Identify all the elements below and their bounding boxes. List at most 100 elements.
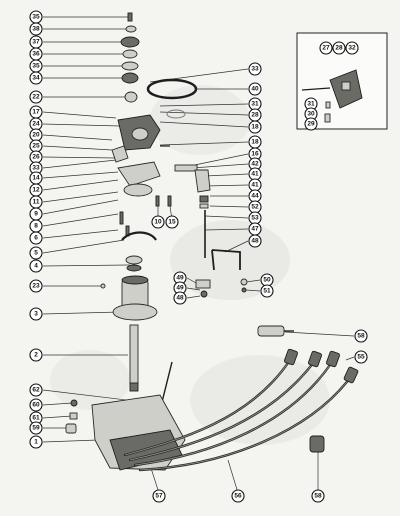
svg-text:2: 2 — [34, 352, 38, 359]
leader-lines — [42, 16, 355, 494]
callout-c17: 9 — [29, 207, 43, 221]
callout-c39: 41 — [248, 167, 262, 181]
svg-text:33: 33 — [32, 165, 40, 172]
svg-text:20: 20 — [32, 132, 40, 139]
callout-c43: 53 — [248, 211, 262, 225]
svg-text:3: 3 — [34, 311, 38, 318]
callout-c31: 33 — [248, 62, 262, 76]
svg-text:49: 49 — [176, 285, 184, 292]
callout-c35: 18 — [248, 120, 262, 134]
svg-text:17: 17 — [32, 109, 40, 116]
svg-text:57: 57 — [155, 493, 163, 500]
svg-text:8: 8 — [34, 223, 38, 230]
svg-text:55: 55 — [357, 354, 365, 361]
callout-c16: 11 — [29, 195, 43, 209]
svg-text:41: 41 — [251, 182, 259, 189]
svg-text:35: 35 — [32, 14, 40, 21]
svg-text:24: 24 — [32, 121, 40, 128]
svg-text:47: 47 — [251, 226, 259, 233]
callout-c41: 44 — [248, 189, 262, 203]
callout-c50: 48 — [173, 291, 187, 305]
svg-text:51: 51 — [263, 288, 271, 295]
callout-c44: 47 — [248, 222, 262, 236]
svg-text:5: 5 — [34, 250, 38, 257]
svg-text:29: 29 — [307, 121, 315, 128]
svg-text:41: 41 — [251, 171, 259, 178]
svg-text:60: 60 — [32, 402, 40, 409]
svg-text:32: 32 — [348, 45, 356, 52]
callout-c51: 50 — [260, 273, 274, 287]
svg-text:59: 59 — [32, 425, 40, 432]
callout-c36: 18 — [248, 135, 262, 149]
callout-c42: 52 — [248, 200, 262, 214]
svg-text:28: 28 — [335, 45, 343, 52]
svg-text:31: 31 — [251, 101, 259, 108]
callout-c54: 55 — [354, 350, 368, 364]
svg-text:23: 23 — [32, 283, 40, 290]
svg-text:30: 30 — [307, 111, 315, 118]
svg-text:42: 42 — [251, 161, 259, 168]
callout-c56: 56 — [231, 489, 245, 503]
svg-text:16: 16 — [251, 151, 259, 158]
svg-text:4: 4 — [34, 263, 38, 270]
callout-c8: 17 — [29, 105, 43, 119]
svg-text:52: 52 — [251, 204, 259, 211]
callout-c15: 12 — [29, 183, 43, 197]
svg-text:53: 53 — [251, 215, 259, 222]
svg-text:35: 35 — [32, 63, 40, 70]
callout-c7: 22 — [29, 90, 43, 104]
svg-text:44: 44 — [251, 193, 259, 200]
callout-c24: 3 — [29, 307, 43, 321]
callout-c45: 48 — [248, 234, 262, 248]
callout-c14: 14 — [29, 171, 43, 185]
callout-c19: 6 — [29, 231, 43, 245]
svg-text:36: 36 — [32, 51, 40, 58]
svg-text:48: 48 — [251, 238, 259, 245]
svg-text:58: 58 — [357, 333, 365, 340]
svg-text:9: 9 — [34, 211, 38, 218]
callout-c61: 31 — [304, 97, 318, 111]
callout-c58: 27 — [319, 41, 333, 55]
callout-c6: 34 — [29, 71, 43, 85]
svg-text:37: 37 — [32, 39, 40, 46]
callout-c32: 40 — [248, 82, 262, 96]
svg-text:15: 15 — [168, 219, 176, 226]
svg-text:22: 22 — [32, 94, 40, 101]
svg-text:40: 40 — [251, 86, 259, 93]
svg-text:56: 56 — [234, 493, 242, 500]
svg-text:28: 28 — [251, 112, 259, 119]
callout-c25: 2 — [29, 348, 43, 362]
svg-text:58: 58 — [314, 493, 322, 500]
callout-c3: 37 — [29, 35, 43, 49]
svg-text:31: 31 — [307, 101, 315, 108]
callout-c37: 16 — [248, 147, 262, 161]
svg-text:33: 33 — [251, 66, 259, 73]
callout-c22: 4 — [29, 259, 43, 273]
callout-c27: 60 — [29, 398, 43, 412]
callout-c21: 5 — [29, 246, 43, 260]
callout-c29: 59 — [29, 421, 43, 435]
callout-c34: 28 — [248, 108, 262, 122]
svg-text:18: 18 — [251, 124, 259, 131]
callout-c5: 35 — [29, 59, 43, 73]
callout-c10: 20 — [29, 128, 43, 142]
callout-c30: 1 — [29, 435, 43, 449]
callout-c59: 28 — [332, 41, 346, 55]
svg-text:27: 27 — [322, 45, 330, 52]
svg-text:18: 18 — [251, 139, 259, 146]
svg-text:26: 26 — [32, 154, 40, 161]
svg-text:11: 11 — [33, 199, 40, 206]
callout-c9: 24 — [29, 117, 43, 131]
callouts: 35 38 37 36 35 34 22 17 24 20 25 26 33 1… — [29, 10, 368, 503]
callout-c12: 26 — [29, 150, 43, 164]
svg-text:14: 14 — [32, 175, 40, 182]
svg-text:12: 12 — [32, 187, 40, 194]
callout-c23: 23 — [29, 279, 43, 293]
callout-c1: 35 — [29, 10, 43, 24]
svg-text:61: 61 — [32, 415, 40, 422]
callout-c4: 36 — [29, 47, 43, 61]
svg-text:49: 49 — [176, 275, 184, 282]
svg-text:50: 50 — [263, 277, 271, 284]
callout-c2: 38 — [29, 22, 43, 36]
